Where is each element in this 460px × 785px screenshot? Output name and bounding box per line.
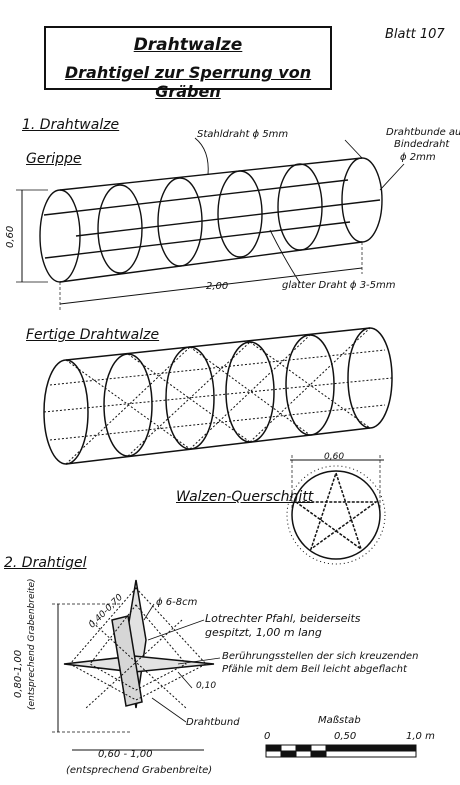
scale-label: Maßstab [318,715,361,726]
contact-line-2: Pfähle mit dem Beil leicht abgeflacht [222,664,407,675]
skeleton-bottom-wire [59,241,363,283]
wire-bundle-label: Drahtbund [186,717,240,728]
skeleton-ring-3 [157,177,203,267]
finished-roll-label: Fertige Drahtwalze [26,327,160,343]
rod-leader [143,603,155,621]
steel-wire-label: Stahldraht ϕ 5mm [197,129,289,140]
cross-section-star [293,470,379,551]
skeleton-wire-b [44,221,351,259]
scale-tick-0: 0 [264,731,271,742]
stake-line-2: gespitzt, 1,00 m lang [205,626,322,639]
stake-leader [147,619,205,641]
small-dim-label: 0,10 [196,681,217,691]
title-line-2: Drahtigel zur Sperrung von Gräben [64,63,312,101]
scale-tick-end: 1,0 m [406,731,435,742]
cross-section-dim: 0,60 [324,452,345,462]
skeleton-ring-2 [97,184,143,274]
finished-roller [43,327,393,465]
section2-heading: 2. Drahtigel [4,555,87,571]
bundle-leader [344,139,363,159]
finished-bottom-edge [65,427,371,465]
stake-line-1: Lotrechter Pfahl, beiderseits [205,612,361,625]
frame-label: Gerippe [26,151,82,167]
smooth-wire-label: glatter Draht ϕ 3-5mm [282,280,396,291]
cross-section [286,455,386,565]
scale-tick-mid: 0,50 [334,731,357,742]
skeleton-ring-4 [217,170,263,258]
bundle-leader-2 [379,163,405,191]
skeleton-top-wire [59,157,363,191]
cross-section-barbs [286,465,386,565]
scale-bar [265,744,417,758]
length-dim-line [59,267,363,305]
contact-line-1: Berührungsstellen der sich kreuzenden [222,651,419,662]
bundle-leader-igel [151,697,187,723]
skeleton-ring-5 [277,163,323,251]
title-line-1: Drahtwalze [133,35,243,55]
skeleton-end-ring-left [39,189,81,283]
finished-top-edge [65,327,371,361]
width-dim-label: 0,60 - 1,00 [98,749,153,760]
skeleton-wire-a [43,179,349,216]
steel-wire-leader [194,137,209,176]
finished-end-ring-left [43,359,89,465]
diagonal-stake [111,615,143,707]
skeleton-wire-c [75,199,381,237]
cross-section-label: Walzen-Querschnitt [176,489,314,505]
title-box: Drahtwalze Drahtigel zur Sperrung von Gr… [44,26,332,101]
sheet-label: Blatt 107 [385,27,445,42]
wire-hedgehog [52,579,221,751]
wire-bundles-line2: Bindedraht [394,139,450,150]
roller-skeleton [16,137,405,310]
section1-heading: 1. Drahtwalze [22,117,120,133]
rod-diameter-label: ϕ 6-8cm [156,597,198,608]
length-dim-label: 2,00 [206,281,229,292]
contact-leader [177,657,221,665]
cross-section-circle [291,470,381,560]
horizontal-stake [63,655,215,673]
hedgehog-wires [69,587,207,709]
width-note: (entsprechend Grabenbreite) [66,765,213,776]
smooth-wire-leader [269,229,301,284]
wire-bundles-line3: ϕ 2mm [400,152,436,163]
barbed-wire-mesh [43,327,393,465]
wire-bundles-line1: Drahtbunde aus [386,127,460,138]
